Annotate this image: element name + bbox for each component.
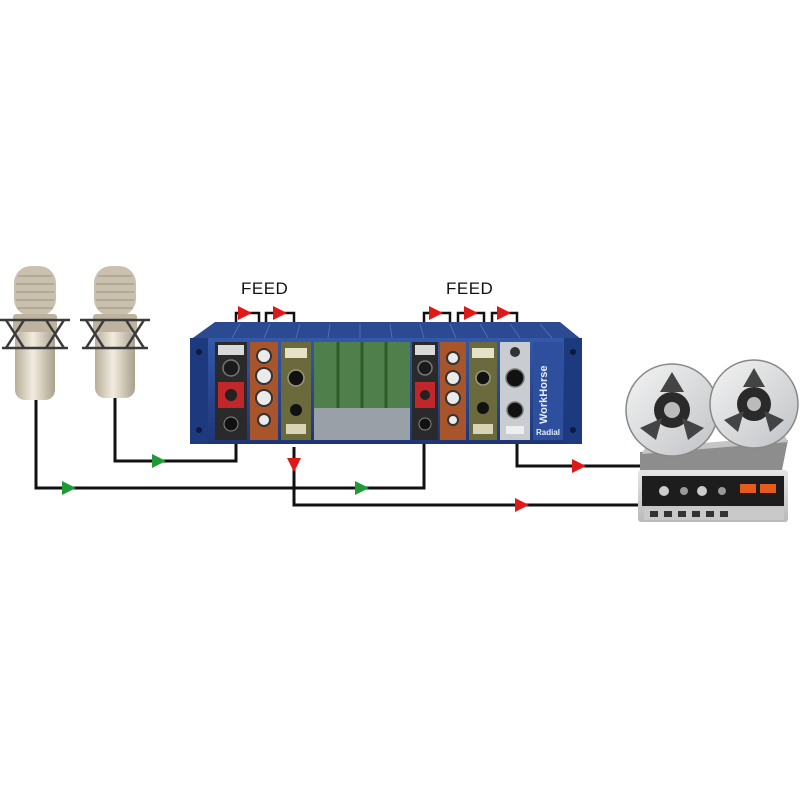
- cable-module-out: [515, 440, 640, 468]
- arrow-red-feed-3: [429, 306, 443, 320]
- feed-label-right: FEED: [446, 279, 494, 298]
- microphone-1: [0, 266, 70, 400]
- rack-top: [190, 322, 582, 340]
- rack-module-silver: [500, 342, 530, 440]
- feed-label-left: FEED: [241, 279, 289, 298]
- arrow-green-3: [152, 454, 166, 468]
- rack-empty-slots: [314, 342, 410, 440]
- arrow-red-out-1: [572, 459, 586, 473]
- reel-left: [625, 363, 719, 457]
- arrow-red-feed-4: [464, 306, 478, 320]
- rack-module-preamp-2: [412, 342, 438, 440]
- cable-mic2: [113, 398, 238, 463]
- rack-module-comp-1: [281, 342, 311, 440]
- cable-eq1-out: [292, 447, 640, 507]
- arrow-red-feed-5: [497, 306, 511, 320]
- arrow-red-feed-2: [273, 306, 287, 320]
- microphone-2: [80, 266, 150, 398]
- rack-brand-panel: [533, 342, 563, 440]
- arrow-red-out-2: [515, 498, 529, 512]
- rack-module-preamp-1: [215, 342, 247, 440]
- reel-right: [709, 359, 799, 449]
- rack-brand-label: WorkHorse: [538, 365, 550, 424]
- reel-to-reel-recorder: [625, 359, 799, 522]
- rack-maker-label: Radial: [536, 428, 561, 437]
- rack-module-eq-1: [250, 342, 278, 440]
- workhorse-rack: [190, 322, 582, 444]
- arrow-green-2: [355, 481, 369, 495]
- arrow-green-1: [62, 481, 76, 495]
- arrow-red-feed-1: [238, 306, 252, 320]
- rack-module-comp-2: [469, 342, 497, 440]
- cable-mic1: [34, 400, 426, 490]
- signal-arrows: [62, 306, 586, 512]
- arrow-red-down: [287, 458, 301, 472]
- rack-module-eq-2: [440, 342, 466, 440]
